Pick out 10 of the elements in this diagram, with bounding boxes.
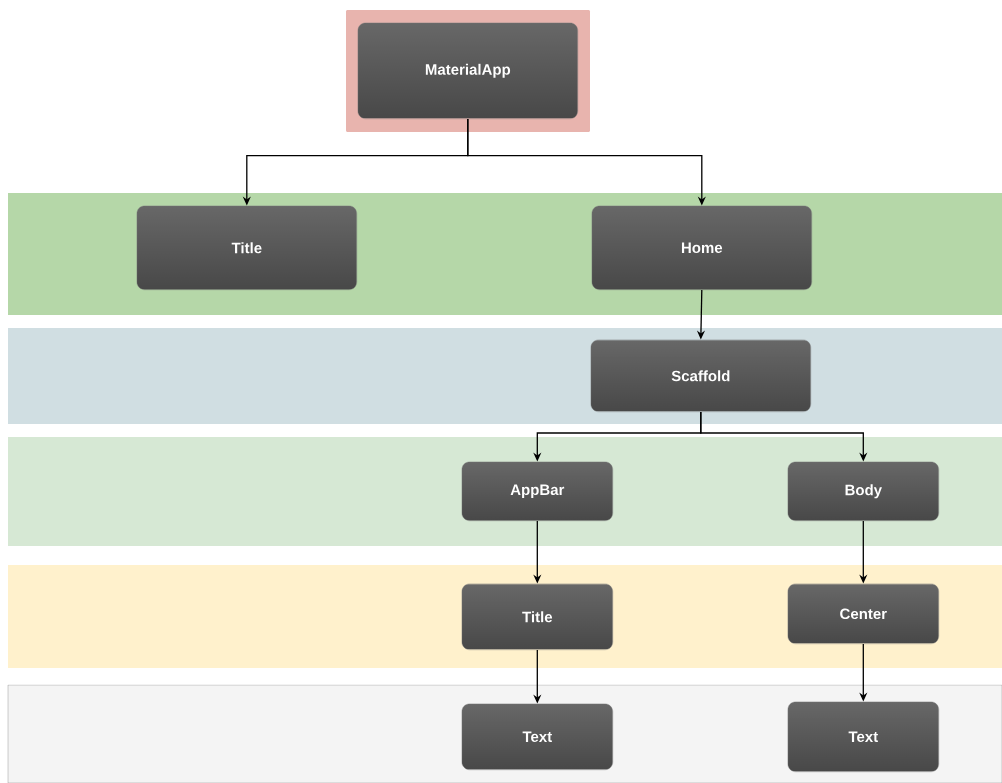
- widget-box: AppBar: [461, 461, 613, 521]
- widget-box: Text: [461, 703, 613, 770]
- widget-box: Title: [461, 583, 613, 650]
- widget-box: Body: [787, 461, 939, 521]
- widget-box: MaterialApp: [357, 22, 578, 119]
- widget-box: Scaffold: [590, 339, 811, 412]
- widget-box: Center: [787, 583, 939, 644]
- widget-box: Title: [136, 205, 357, 290]
- widget-box: Home: [591, 205, 812, 290]
- widget-box: Text: [787, 701, 939, 772]
